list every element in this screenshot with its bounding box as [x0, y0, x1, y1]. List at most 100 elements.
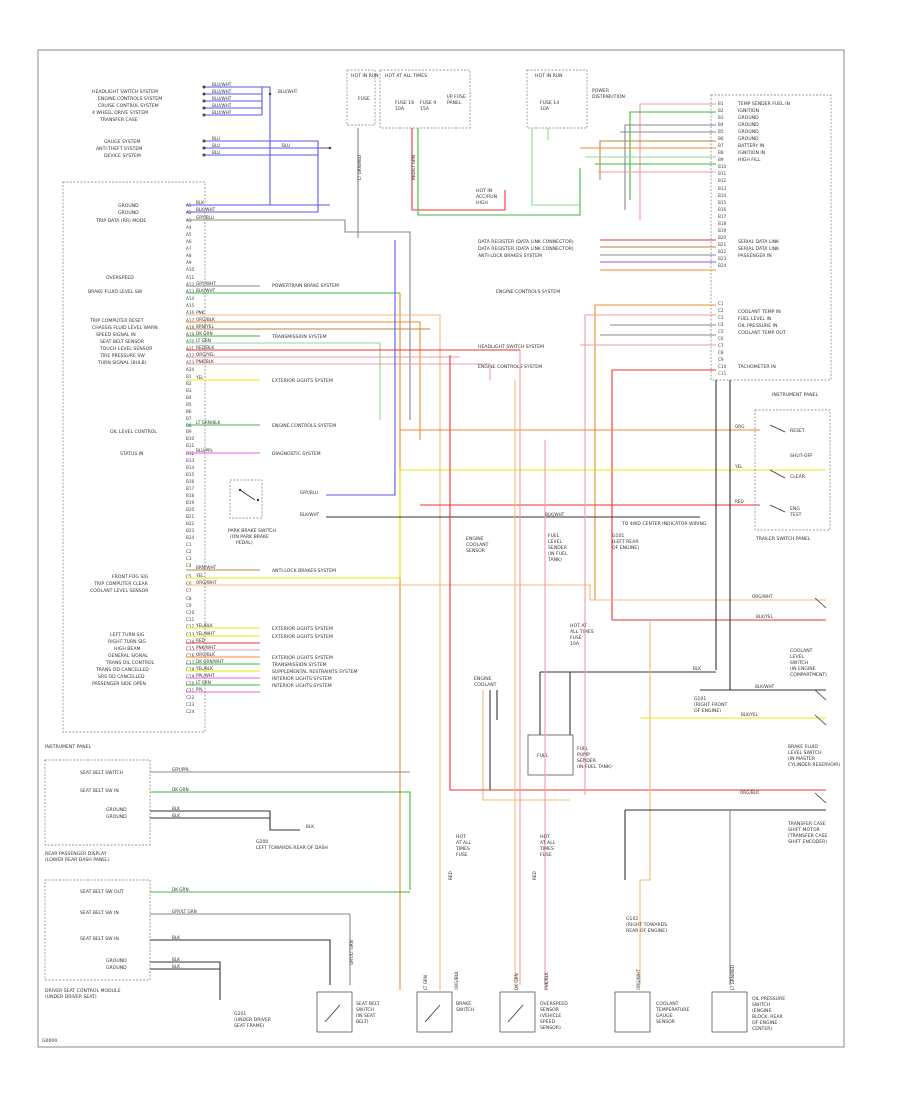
- svg-text:A6: A6: [186, 239, 192, 244]
- svg-text:4 WHEEL DRIVE SYSTEM: 4 WHEEL DRIVE SYSTEM: [92, 110, 148, 116]
- svg-text:ORG/BLK: ORG/BLK: [740, 790, 759, 795]
- svg-text:SEAT BELT SWITCH: SEAT BELT SWITCH: [80, 770, 123, 776]
- svg-text:BLK: BLK: [172, 806, 180, 811]
- svg-text:YEL/BLK: YEL/BLK: [195, 623, 213, 628]
- svg-text:TO 4WD CENTER INDICATOR WIRING: TO 4WD CENTER INDICATOR WIRING: [621, 521, 707, 527]
- svg-text:TRANS OIL CONTROL: TRANS OIL CONTROL: [105, 660, 155, 666]
- svg-text:COOLANT: COOLANT: [474, 682, 497, 688]
- svg-text:TIMES: TIMES: [539, 846, 554, 852]
- svg-text:LT GRN/BLK: LT GRN/BLK: [196, 420, 221, 425]
- svg-text:A9: A9: [186, 260, 192, 265]
- instrument-panel-switches: RESET SHUT-OFF CLEAR ENG TEST TRAILER SW…: [754, 409, 831, 542]
- svg-text:BLU: BLU: [212, 150, 220, 155]
- svg-text:ORG/BLK: ORG/BLK: [454, 971, 459, 990]
- svg-text:RED: RED: [448, 871, 453, 880]
- connector-pins-top: [202, 85, 332, 157]
- svg-text:GROUND: GROUND: [738, 122, 759, 128]
- svg-text:A24: A24: [186, 367, 195, 372]
- svg-text:B13: B13: [718, 186, 727, 191]
- svg-text:GAUGE SYSTEM: GAUGE SYSTEM: [104, 139, 140, 145]
- svg-text:STATUS IN: STATUS IN: [120, 451, 144, 457]
- svg-text:ALL TIMES: ALL TIMES: [570, 629, 594, 635]
- svg-text:ORG/BLK: ORG/BLK: [196, 317, 215, 322]
- svg-text:OIL PRESSURE: OIL PRESSURE: [752, 996, 785, 1002]
- svg-text:C8: C8: [718, 350, 724, 355]
- svg-text:RED: RED: [735, 499, 744, 504]
- svg-text:PARK BRAKE SWITCH: PARK BRAKE SWITCH: [228, 528, 276, 534]
- svg-text:(IN ENGINE: (IN ENGINE: [790, 666, 816, 672]
- svg-text:10A: 10A: [395, 106, 405, 112]
- svg-text:SEAT BELT: SEAT BELT: [356, 1001, 380, 1007]
- svg-text:(ON PARK BRAKE: (ON PARK BRAKE: [230, 534, 269, 540]
- svg-text:TOUCH LEVEL SENSOR: TOUCH LEVEL SENSOR: [99, 346, 153, 352]
- svg-text:A5: A5: [186, 232, 192, 237]
- svg-text:SENSOR: SENSOR: [656, 1019, 676, 1025]
- svg-text:OIL LEVEL CONTROL: OIL LEVEL CONTROL: [110, 429, 157, 435]
- svg-text:HIGH FILL: HIGH FILL: [738, 157, 761, 163]
- svg-text:IGNITION: IGNITION: [738, 108, 759, 114]
- svg-text:CLEAR: CLEAR: [790, 474, 806, 480]
- svg-text:B14: B14: [718, 193, 727, 198]
- svg-text:DRIVER SEAT CONTROL MODULE: DRIVER SEAT CONTROL MODULE: [45, 988, 121, 994]
- svg-text:B14: B14: [186, 465, 195, 470]
- svg-text:C23: C23: [186, 702, 195, 707]
- svg-text:BLK/YEL: BLK/YEL: [756, 614, 774, 619]
- lower-left-panel-wires: [150, 771, 411, 890]
- svg-text:ORG/BLK: ORG/BLK: [196, 652, 215, 657]
- svg-text:(UNDER DRIVER SEAT): (UNDER DRIVER SEAT): [45, 994, 97, 1000]
- svg-text:SERIAL DATA LINK: SERIAL DATA LINK: [738, 246, 780, 252]
- svg-text:ANTI-LOCK BRAKES SYSTEM: ANTI-LOCK BRAKES SYSTEM: [478, 253, 542, 259]
- svg-text:GRY/LT GRN: GRY/LT GRN: [172, 909, 197, 914]
- right-sensor-wire-labels: ORG/WHT BLK/YEL BLK BLK/WHT BLK/YEL ORG/…: [693, 594, 775, 795]
- svg-text:A13: A13: [186, 289, 195, 294]
- svg-text:FUSE 9: FUSE 9: [420, 100, 436, 106]
- svg-text:BLK: BLK: [196, 200, 204, 205]
- svg-text:DK GRN: DK GRN: [514, 973, 519, 990]
- mid-right-labels: DATA REGISTER (DATA LINK CONNECTOR) DATA…: [478, 239, 574, 370]
- svg-text:GRY/BLU: GRY/BLU: [196, 215, 214, 220]
- svg-text:SERIAL DATA LINK: SERIAL DATA LINK: [738, 239, 780, 245]
- svg-text:C16: C16: [186, 653, 195, 658]
- svg-text:C11: C11: [186, 617, 195, 622]
- svg-text:DATA REGISTER (DATA LINK CONNE: DATA REGISTER (DATA LINK CONNECTOR): [478, 246, 574, 252]
- svg-text:TACHOMETER IN: TACHOMETER IN: [737, 364, 776, 370]
- svg-text:BLK: BLK: [172, 964, 180, 969]
- svg-text:YEL: YEL: [195, 375, 204, 380]
- svg-text:POWER: POWER: [592, 88, 610, 94]
- svg-text:C18: C18: [186, 667, 195, 672]
- svg-text:OIL PRESSURE IN: OIL PRESSURE IN: [738, 323, 777, 329]
- svg-text:B24: B24: [186, 535, 195, 540]
- svg-text:FUSE: FUSE: [358, 96, 370, 102]
- svg-text:B3: B3: [186, 388, 192, 393]
- svg-text:TEMPERATURE: TEMPERATURE: [655, 1007, 689, 1013]
- svg-text:SPEED: SPEED: [540, 1019, 555, 1025]
- svg-text:A7: A7: [186, 246, 192, 251]
- cluster-left-pin-labels: GROUND GROUND TRIP DATA (RR) MODE OVERSP…: [88, 203, 158, 687]
- svg-text:C12: C12: [186, 624, 195, 629]
- svg-text:REAR OF ENGINE): REAR OF ENGINE): [626, 928, 667, 934]
- svg-text:A21: A21: [186, 346, 195, 351]
- diagram-frame: [37, 49, 845, 1048]
- svg-text:ORG/YEL: ORG/YEL: [196, 352, 215, 357]
- svg-text:CENTER): CENTER): [752, 1026, 772, 1032]
- svg-text:C5: C5: [186, 574, 192, 579]
- svg-text:EXTERIOR LIGHTS SYSTEM: EXTERIOR LIGHTS SYSTEM: [272, 378, 333, 384]
- svg-text:TRANSMISSION SYSTEM: TRANSMISSION SYSTEM: [271, 662, 327, 668]
- svg-text:PNK: PNK: [196, 310, 205, 315]
- lower-long-wires: [449, 350, 826, 985]
- svg-text:CRUISE CONTROL SYSTEM: CRUISE CONTROL SYSTEM: [98, 103, 159, 109]
- svg-text:BLK/YEL: BLK/YEL: [741, 712, 759, 717]
- svg-text:TRIP DATA (RR) MODE: TRIP DATA (RR) MODE: [95, 218, 146, 224]
- svg-text:B1: B1: [718, 101, 724, 106]
- svg-text:INSTRUMENT PANEL: INSTRUMENT PANEL: [45, 744, 92, 750]
- svg-text:OVERSPEED: OVERSPEED: [106, 275, 134, 281]
- bottom-vertical-wire-labels: GRY/LT GRN LT GRN ORG/BLK DK GRN PNK/BLK…: [349, 871, 735, 990]
- svg-text:RED: RED: [196, 638, 205, 643]
- cluster-output-wires: [186, 204, 826, 990]
- svg-text:FRONT FOG SIG: FRONT FOG SIG: [112, 574, 149, 580]
- svg-text:FUSE: FUSE: [570, 635, 582, 641]
- instrument-cluster-left-box: [62, 181, 206, 733]
- svg-text:C3: C3: [186, 556, 192, 561]
- svg-text:C9: C9: [186, 603, 192, 608]
